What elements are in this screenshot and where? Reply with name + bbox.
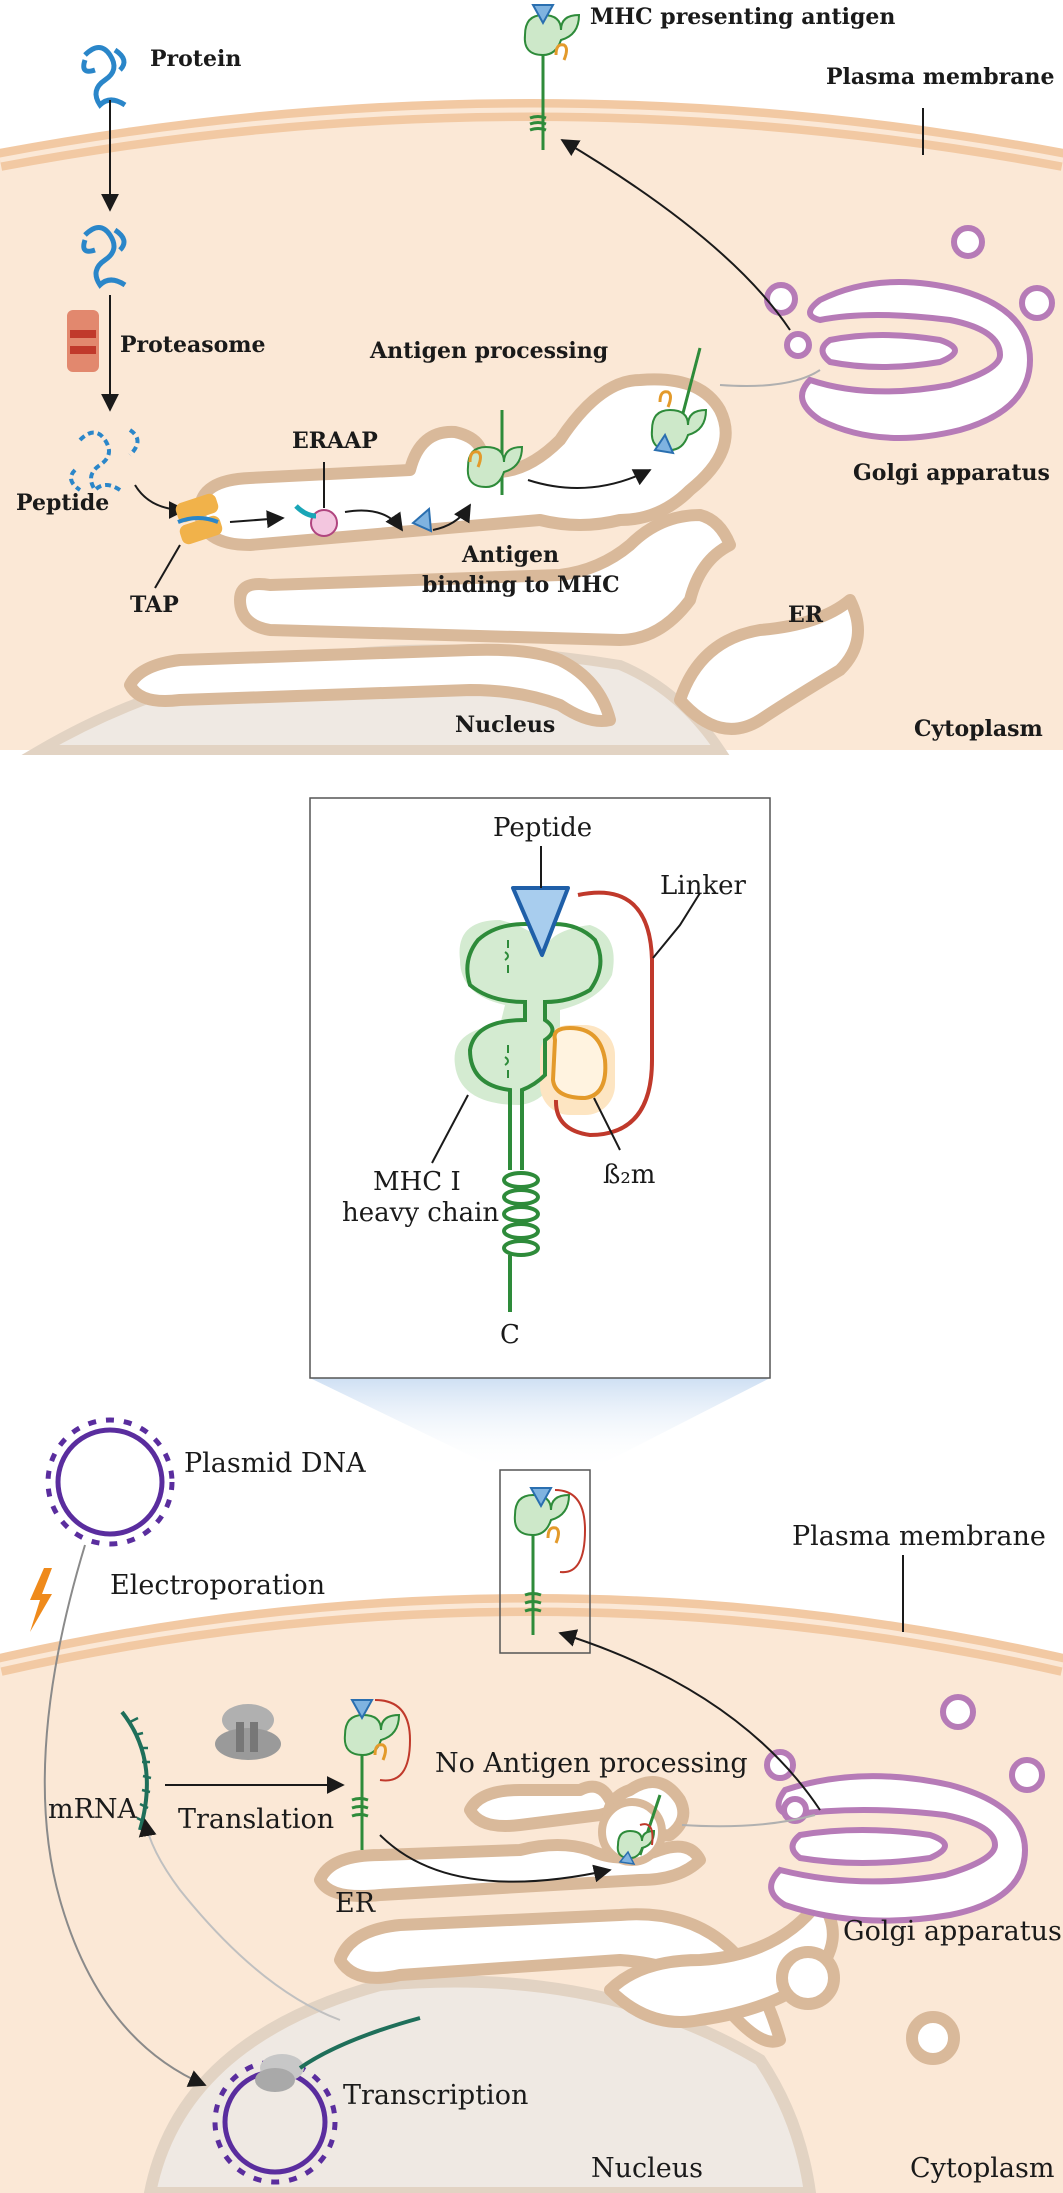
zoom-beam bbox=[310, 1378, 770, 1470]
label-transcription: Transcription bbox=[343, 2080, 528, 2111]
label-nucleus-bottom: Nucleus bbox=[591, 2153, 703, 2184]
protein-icon bbox=[81, 45, 127, 109]
label-proteasome: Proteasome bbox=[120, 332, 266, 358]
label-cytoplasm-top: Cytoplasm bbox=[914, 716, 1043, 742]
label-antigen-binding-2: binding to MHC bbox=[422, 572, 620, 598]
label-b2m: ß₂m bbox=[603, 1160, 655, 1190]
label-eraap: ERAAP bbox=[292, 428, 378, 454]
label-cytoplasm-bottom: Cytoplasm bbox=[910, 2153, 1055, 2184]
inset-panel: Peptide Linker MHC I heavy chain ß₂m C bbox=[309, 797, 771, 1470]
label-mrna: mRNA bbox=[48, 1794, 138, 1825]
label-tap: TAP bbox=[130, 592, 179, 618]
label-mhc-presenting-antigen: MHC presenting antigen bbox=[590, 4, 895, 30]
label-golgi-top: Golgi apparatus bbox=[853, 460, 1050, 486]
nascent-mrna-icon bbox=[298, 2016, 421, 2070]
label-er-bottom: ER bbox=[335, 1888, 376, 1919]
bottom-panel: Plasmid DNA Plasma membrane Electroporat… bbox=[0, 1417, 1063, 2193]
label-golgi-bottom: Golgi apparatus bbox=[843, 1916, 1062, 1947]
transmembrane-coil bbox=[502, 1171, 540, 1312]
bottom-nucleus bbox=[143, 1975, 817, 2193]
zoom-box bbox=[499, 1469, 591, 1654]
top-golgi bbox=[764, 225, 1055, 441]
label-mhc-heavy-chain-2: heavy chain bbox=[342, 1198, 499, 1228]
label-plasma-membrane-bottom: Plasma membrane bbox=[792, 1521, 1046, 1552]
label-protein: Protein bbox=[150, 46, 241, 72]
lightning-icon bbox=[30, 1568, 52, 1632]
label-peptide-top: Peptide bbox=[16, 490, 109, 516]
label-no-antigen-processing: No Antigen processing bbox=[435, 1748, 748, 1779]
mhc-heavy-chain bbox=[465, 922, 603, 1170]
label-electroporation: Electroporation bbox=[110, 1570, 325, 1601]
surface-sct-icon bbox=[513, 1487, 587, 1635]
label-plasmid-dna: Plasmid DNA bbox=[184, 1448, 366, 1479]
tap-icon bbox=[175, 493, 223, 545]
surface-mhc-icon bbox=[523, 4, 581, 150]
er-mhc-icon bbox=[466, 410, 524, 495]
antigen-peptide-icon bbox=[411, 506, 433, 533]
bottom-vesicle bbox=[598, 1794, 666, 1866]
vesicle-mhc-icon bbox=[650, 347, 708, 455]
b2m-domain bbox=[550, 1025, 608, 1101]
label-mhc-heavy-chain-1: MHC I bbox=[373, 1167, 461, 1197]
ribosome-icon bbox=[215, 1704, 281, 1760]
plasmid-dna-icon bbox=[45, 1417, 175, 1547]
label-antigen-binding-1: Antigen bbox=[461, 542, 559, 568]
mrna-icon bbox=[120, 1710, 152, 1831]
label-nucleus-top: Nucleus bbox=[455, 712, 555, 738]
peptide-fragments-icon bbox=[69, 428, 140, 494]
rna-polymerase-icon bbox=[255, 2054, 304, 2092]
proteasome-icon bbox=[67, 310, 99, 372]
cytoplasm-sct-icon bbox=[343, 1699, 412, 1850]
linker bbox=[553, 890, 654, 1138]
bottom-golgi bbox=[764, 1694, 1045, 1924]
eraap-icon bbox=[294, 504, 338, 537]
label-linker: Linker bbox=[660, 871, 746, 901]
label-er-top: ER bbox=[788, 602, 824, 628]
label-translation: Translation bbox=[178, 1804, 334, 1835]
label-plasma-membrane-top: Plasma membrane bbox=[826, 64, 1055, 90]
label-antigen-processing: Antigen processing bbox=[369, 338, 608, 364]
top-er bbox=[124, 373, 864, 735]
label-c-terminus: C bbox=[500, 1320, 520, 1350]
top-panel: MHC presenting antigen Protein Plasma me… bbox=[0, 4, 1063, 755]
protein-unfolded-icon bbox=[81, 225, 127, 289]
label-inset-peptide: Peptide bbox=[493, 813, 592, 843]
